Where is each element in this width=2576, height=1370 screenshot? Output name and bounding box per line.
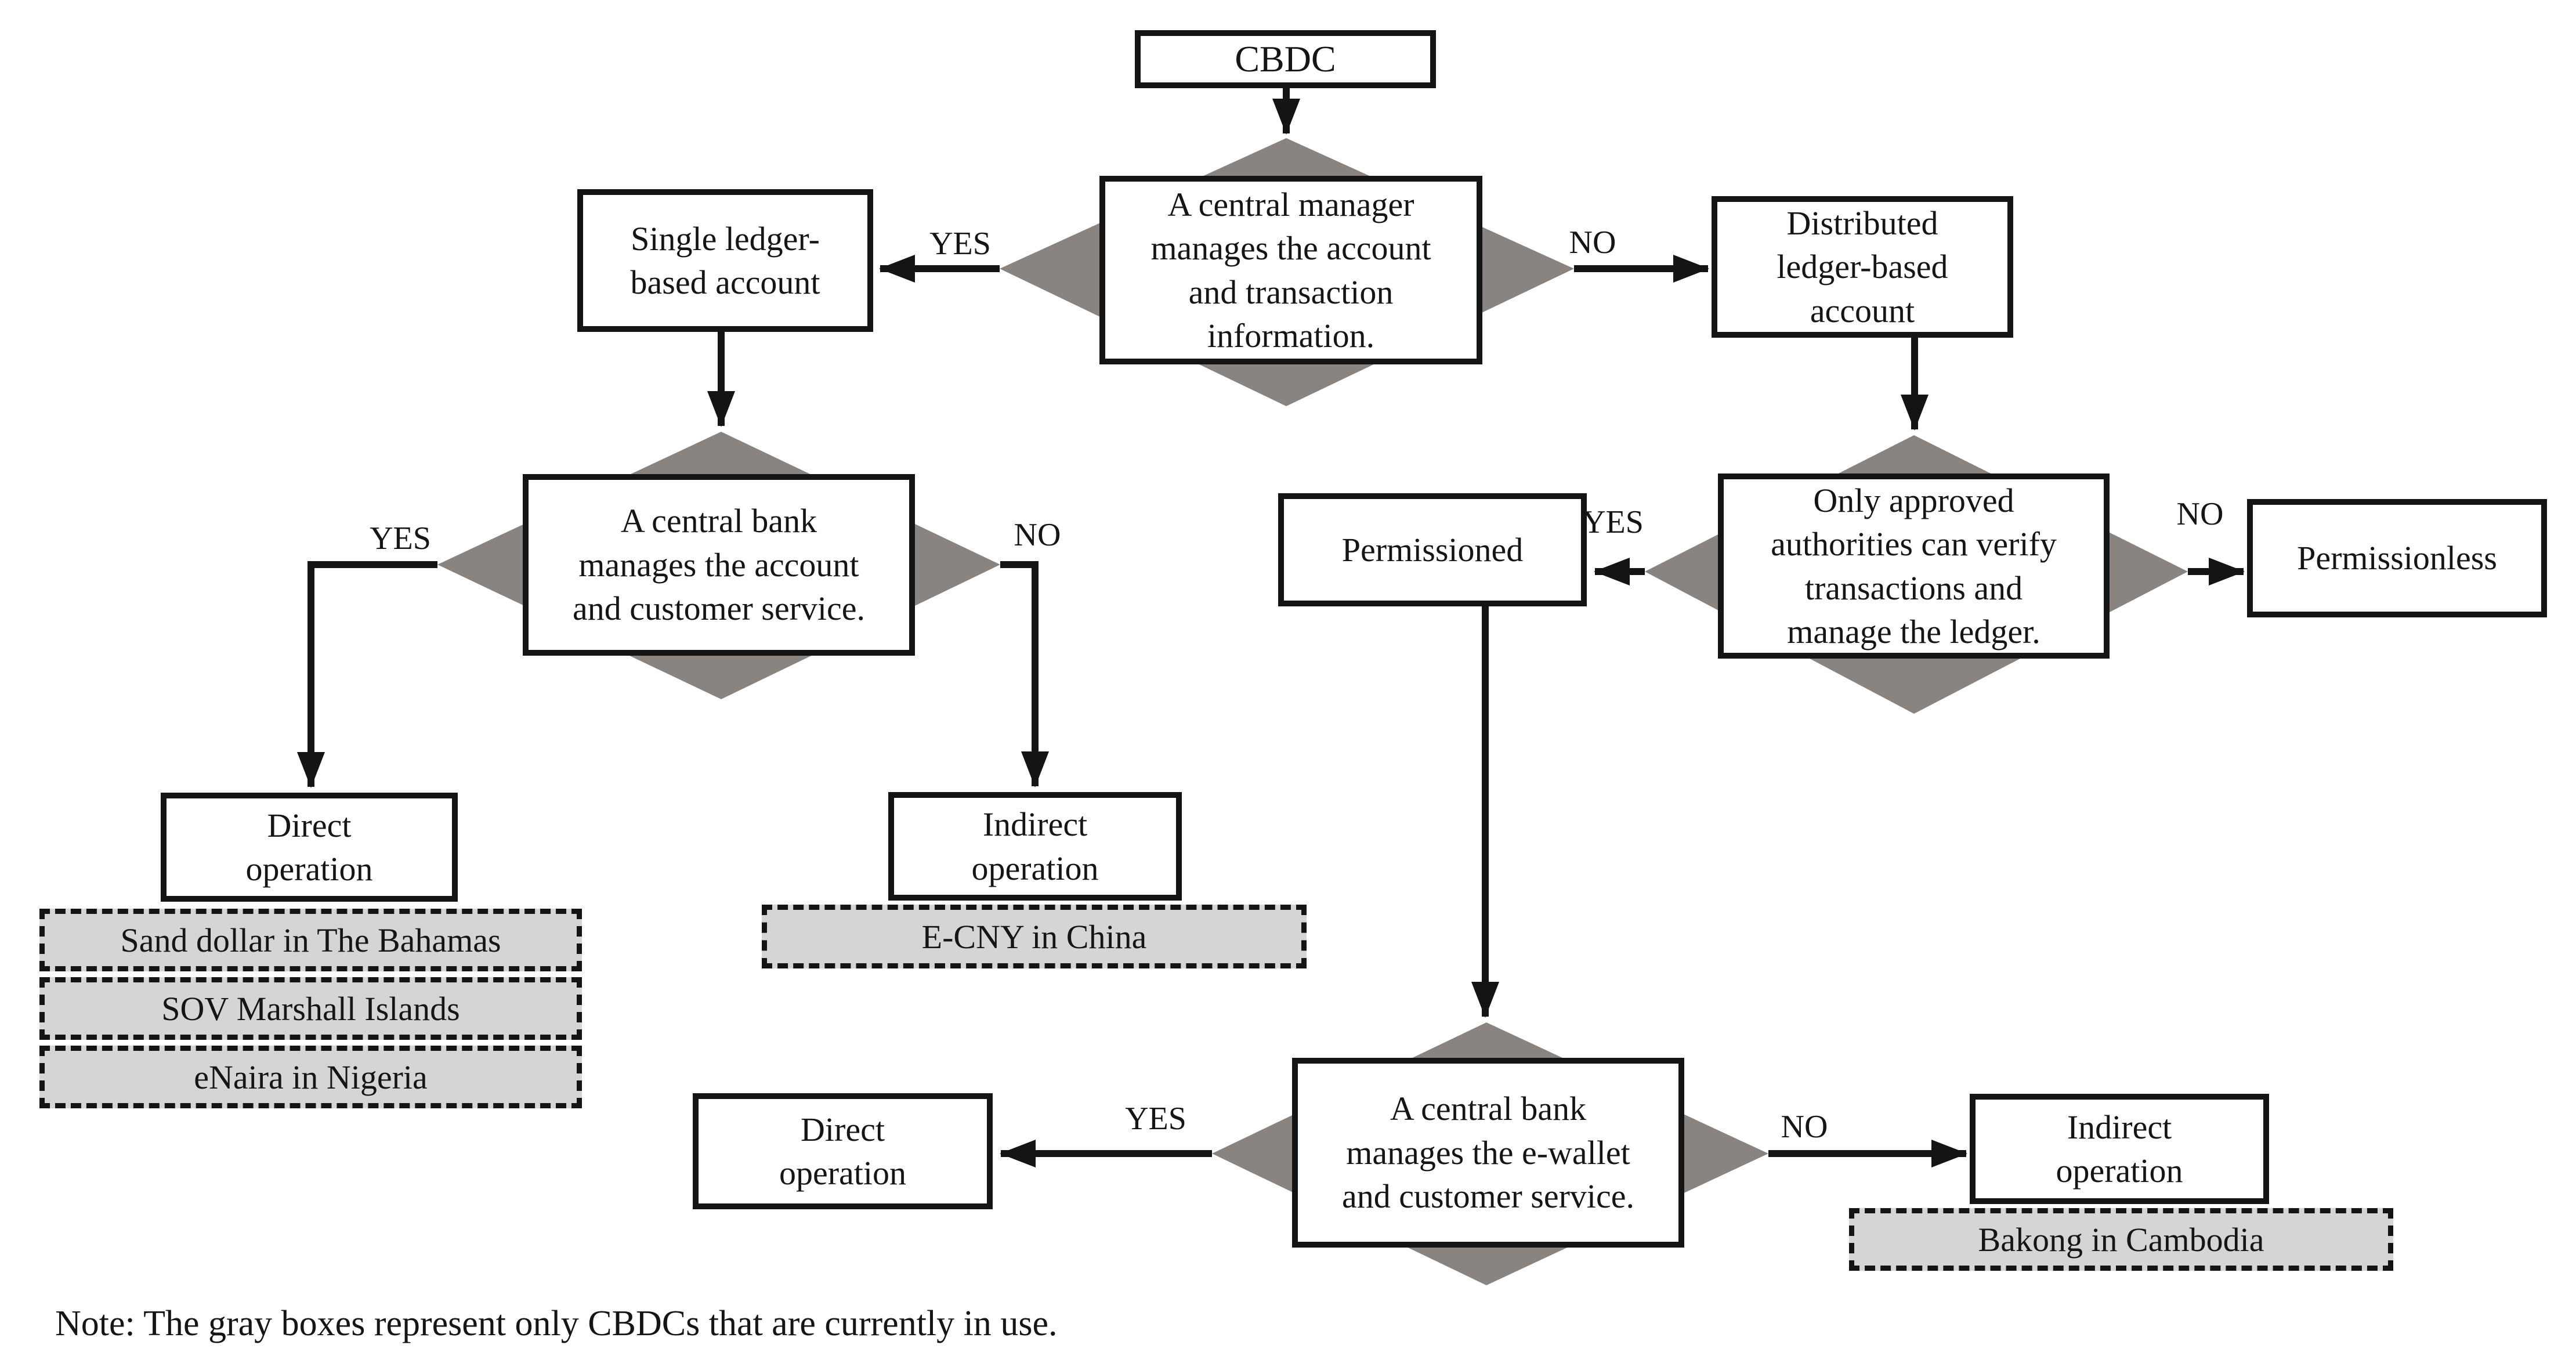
edge-label-d2-yes: YES — [370, 520, 431, 556]
edge-d2-no-to-indirect-operation — [1000, 561, 1049, 787]
node-decision-central-manager: A central manager manages the account an… — [1099, 176, 1482, 364]
node-cbdc: CBDC — [1135, 30, 1436, 88]
edge-label-d2-no: NO — [1014, 517, 1061, 553]
edge-label-d1-no: NO — [1569, 225, 1616, 261]
example-enaira-nigeria: eNaira in Nigeria — [39, 1046, 582, 1108]
node-permissionless: Permissionless — [2247, 499, 2547, 617]
node-decision-central-bank-account: A central bank manages the account and c… — [523, 474, 915, 656]
edge-label-d4-yes: YES — [1125, 1101, 1186, 1137]
node-direct-operation-left: Direct operation — [161, 793, 458, 902]
edge-label-d3-yes: YES — [1582, 504, 1644, 540]
edge-label-d1-yes: YES — [929, 226, 991, 262]
node-distributed-ledger-account: Distributed ledger-based account — [1712, 196, 2013, 338]
figure-note: Note: The gray boxes represent only CBDC… — [55, 1304, 1058, 1343]
node-indirect-operation-bottom: Indirect operation — [1970, 1094, 2269, 1204]
example-ecny-china: E-CNY in China — [762, 905, 1307, 968]
edge-label-d4-no: NO — [1781, 1109, 1828, 1145]
edge-label-d3-no: NO — [2176, 496, 2224, 532]
example-bakong-cambodia: Bakong in Cambodia — [1849, 1208, 2393, 1271]
node-decision-central-bank-ewallet: A central bank manages the e-wallet and … — [1292, 1058, 1684, 1248]
node-permissioned: Permissioned — [1278, 493, 1587, 606]
node-single-ledger-account: Single ledger- based account — [577, 189, 873, 332]
example-sov-marshall-islands: SOV Marshall Islands — [39, 977, 582, 1040]
node-decision-approved-authorities: Only approved authorities can verify tra… — [1718, 473, 2110, 659]
node-indirect-operation-left: Indirect operation — [888, 792, 1182, 901]
edge-d2-yes-to-direct-operation — [297, 561, 437, 788]
node-direct-operation-bottom: Direct operation — [693, 1093, 993, 1209]
example-sand-dollar-bahamas: Sand dollar in The Bahamas — [39, 909, 582, 971]
